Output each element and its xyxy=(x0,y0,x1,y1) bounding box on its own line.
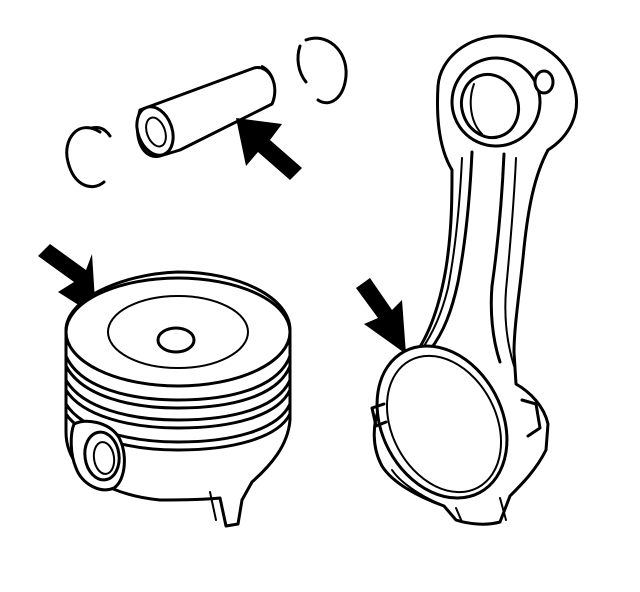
callout-arrow-piston xyxy=(38,244,96,316)
callout-arrow-rod xyxy=(356,278,406,354)
callout-arrow-pin xyxy=(236,118,302,180)
pin-retainer-clip-right xyxy=(296,36,348,105)
pin-retainer-clip-left xyxy=(65,126,112,188)
connecting-rod xyxy=(370,34,578,526)
piston xyxy=(64,270,292,528)
piston-pin xyxy=(135,65,277,158)
